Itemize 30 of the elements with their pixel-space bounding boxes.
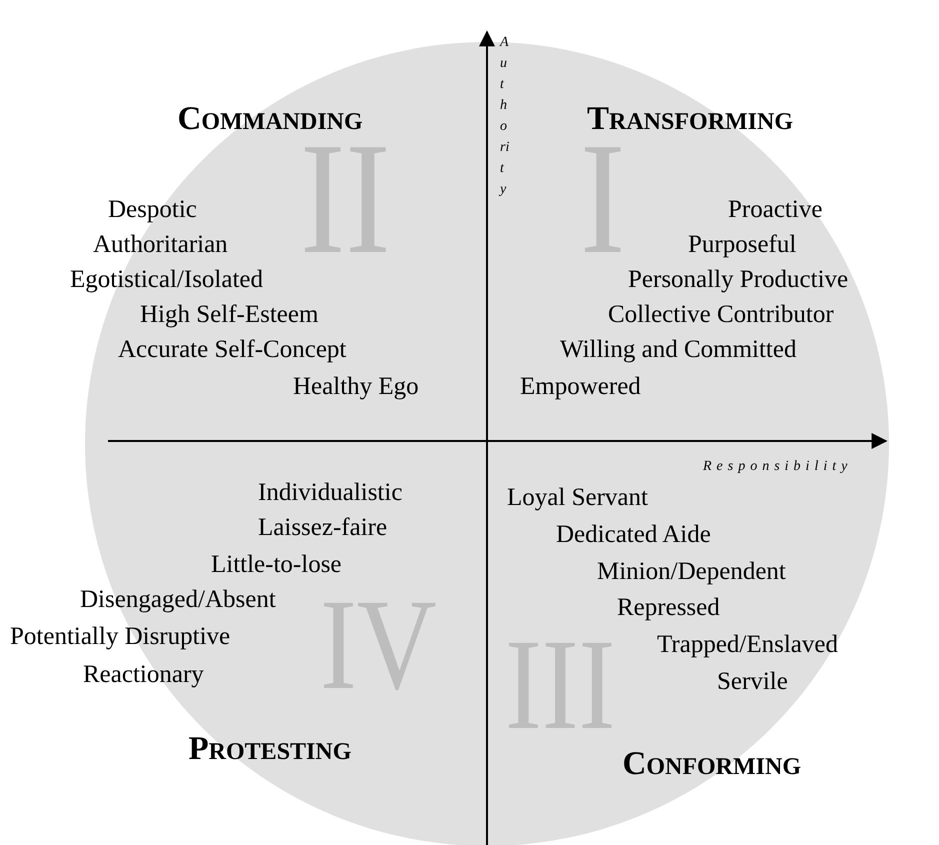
trait-label: Loyal Servant: [507, 483, 648, 513]
trait-label: Reactionary: [83, 660, 204, 690]
trait-label: Empowered: [520, 372, 641, 402]
trait-label: Potentially Disruptive: [10, 622, 230, 652]
trait-label: Egotistical/Isolated: [70, 265, 264, 295]
trait-label: Dedicated Aide: [556, 520, 711, 550]
trait-label: Purposeful: [688, 230, 796, 260]
trait-label: Trapped/Enslaved: [657, 630, 838, 660]
trait-label: Proactive: [728, 195, 822, 225]
trait-label: Laissez-faire: [258, 513, 388, 543]
trait-label: Individualistic: [258, 478, 402, 508]
trait-label: Repressed: [617, 593, 720, 623]
quadrant-heading: PROTESTING: [188, 732, 352, 769]
quadrant-heading: TRANSFORMING: [587, 102, 794, 139]
trait-label: Collective Contributor: [608, 300, 834, 330]
trait-label: Healthy Ego: [293, 372, 419, 402]
trait-label: Accurate Self-Concept: [118, 335, 346, 365]
trait-label: Minion/Dependent: [597, 557, 786, 587]
trait-label: Disengaged/Absent: [80, 585, 276, 615]
trait-label: Personally Productive: [628, 265, 848, 295]
trait-label: Despotic: [108, 195, 197, 225]
trait-label: Willing and Committed: [560, 335, 796, 365]
quadrant-heading: CONFORMING: [622, 747, 801, 784]
trait-label: Little-to-lose: [211, 550, 342, 580]
quadrant-heading: COMMANDING: [178, 102, 363, 139]
axis-label: Authority: [500, 34, 510, 199]
trait-label: Authoritarian: [93, 230, 228, 260]
axis-label: Responsibility: [703, 458, 852, 476]
trait-label: Servile: [717, 667, 788, 697]
trait-label: High Self-Esteem: [140, 300, 318, 330]
